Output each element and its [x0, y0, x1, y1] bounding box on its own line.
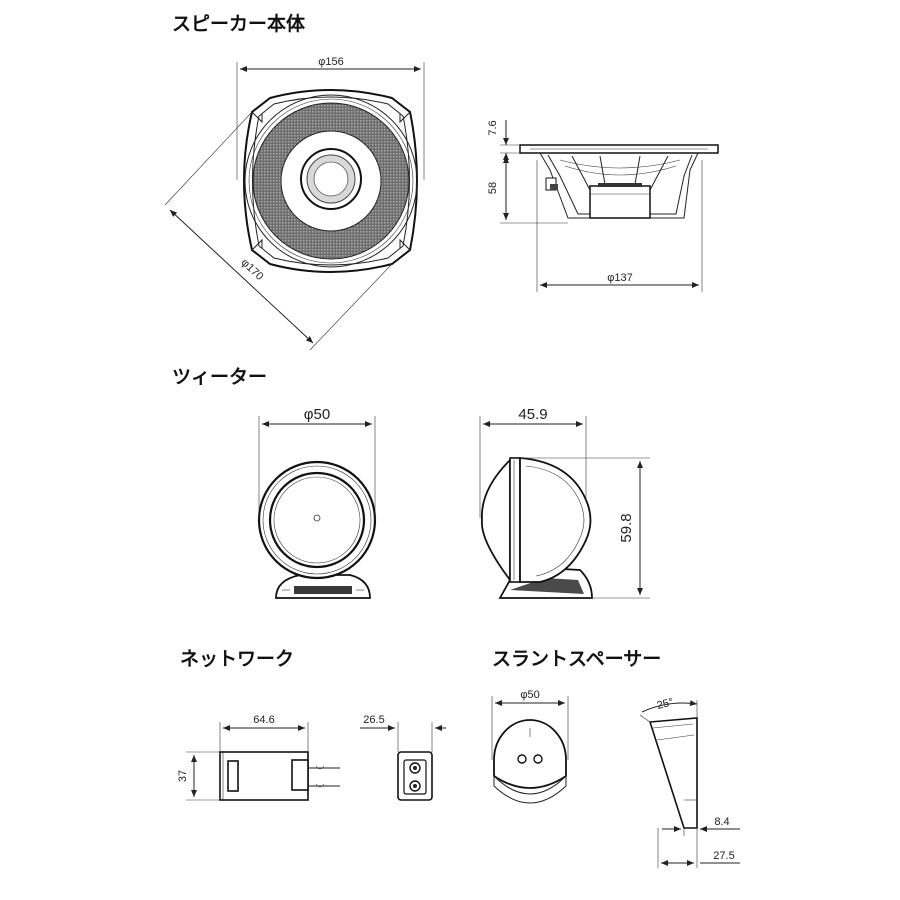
dim-spacer-min-thickness: 8.4 — [662, 816, 740, 836]
network-side-view — [397, 751, 433, 801]
section-title-tweeter: ツィーター — [172, 366, 267, 388]
dim-label-network-width: 64.6 — [253, 714, 274, 726]
section-title-network: ネットワーク — [180, 648, 294, 670]
dim-label-network-side: 26.5 — [363, 714, 384, 726]
dim-label-tweeter-front: φ50 — [304, 406, 330, 423]
dim-spacer-max-thickness: 27.5 — [657, 828, 740, 868]
dim-label-diagonal: φ170 — [239, 257, 266, 283]
dim-network-height: 37 — [177, 751, 220, 801]
dim-tweeter-height: 59.8 — [520, 457, 650, 599]
dim-label-network-height: 37 — [177, 770, 189, 782]
dim-label-spacer-diameter: φ50 — [520, 689, 539, 701]
network-front-view — [219, 751, 340, 801]
spacer-side-view — [648, 717, 698, 829]
dim-tweeter-side-width: 45.9 — [479, 406, 587, 518]
dim-label-tweeter-height: 59.8 — [618, 513, 635, 542]
dim-speaker-flange: 7.6 — [487, 120, 520, 176]
section-title-speaker-body: スピーカー本体 — [172, 12, 306, 35]
dim-label-spacer-max: 27.5 — [713, 850, 734, 862]
dim-network-side-width: 26.5 — [360, 714, 446, 752]
dim-label-spacer-angle: 25° — [656, 696, 675, 712]
spacer-front-view — [493, 719, 567, 804]
tweeter-side-view — [481, 457, 593, 599]
dim-spacer-angle: 25° — [639, 696, 698, 723]
tweeter-front-view — [257, 460, 377, 599]
dim-label-front-width: φ156 — [318, 56, 344, 68]
dim-label-depth: 58 — [487, 182, 499, 194]
speaker-front-view — [243, 89, 418, 273]
dim-speaker-depth: 58 — [487, 156, 568, 224]
dim-tweeter-front-width: φ50 — [258, 406, 376, 520]
dim-speaker-front-width: φ156 — [236, 56, 425, 180]
speaker-side-view — [519, 144, 719, 219]
dim-speaker-cutout: φ137 — [536, 160, 703, 292]
section-title-slant-spacer: スラントスペーサー — [492, 648, 661, 670]
dim-label-spacer-min: 8.4 — [714, 816, 729, 828]
dim-spacer-diameter: φ50 — [491, 689, 569, 760]
dim-network-width: 64.6 — [219, 714, 309, 752]
dim-label-tweeter-side: 45.9 — [518, 406, 547, 423]
dim-label-cutout: φ137 — [607, 272, 633, 284]
dim-label-flange: 7.6 — [487, 120, 499, 135]
